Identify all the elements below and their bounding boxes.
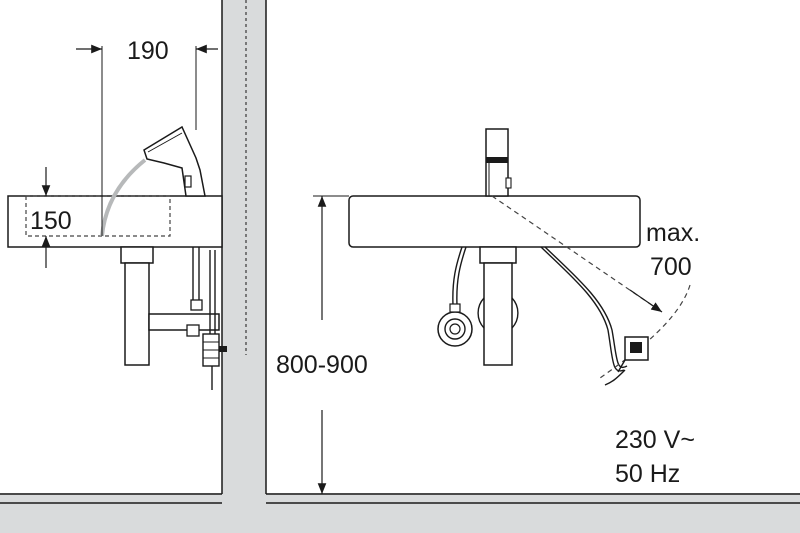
dim-800-900-label: 800-900	[276, 351, 368, 379]
side-faucet	[100, 125, 206, 237]
front-hose-valve	[437, 246, 473, 347]
wall	[221, 0, 267, 533]
side-supply	[186, 247, 227, 390]
dim-150-label: 150	[30, 207, 72, 235]
max-distance-label: 700	[650, 253, 692, 281]
water-jet	[100, 158, 147, 237]
dim-800-900	[313, 195, 349, 494]
front-faucet	[485, 128, 512, 197]
frequency-label: 50 Hz	[615, 460, 680, 488]
voltage-label: 230 V~	[615, 426, 695, 454]
dim-190	[76, 44, 218, 236]
front-cable	[491, 195, 691, 379]
dim-190-label: 190	[127, 37, 169, 65]
max-label: max.	[646, 219, 700, 247]
power-supply	[604, 336, 649, 386]
front-basin	[348, 195, 641, 366]
floor	[0, 493, 800, 533]
